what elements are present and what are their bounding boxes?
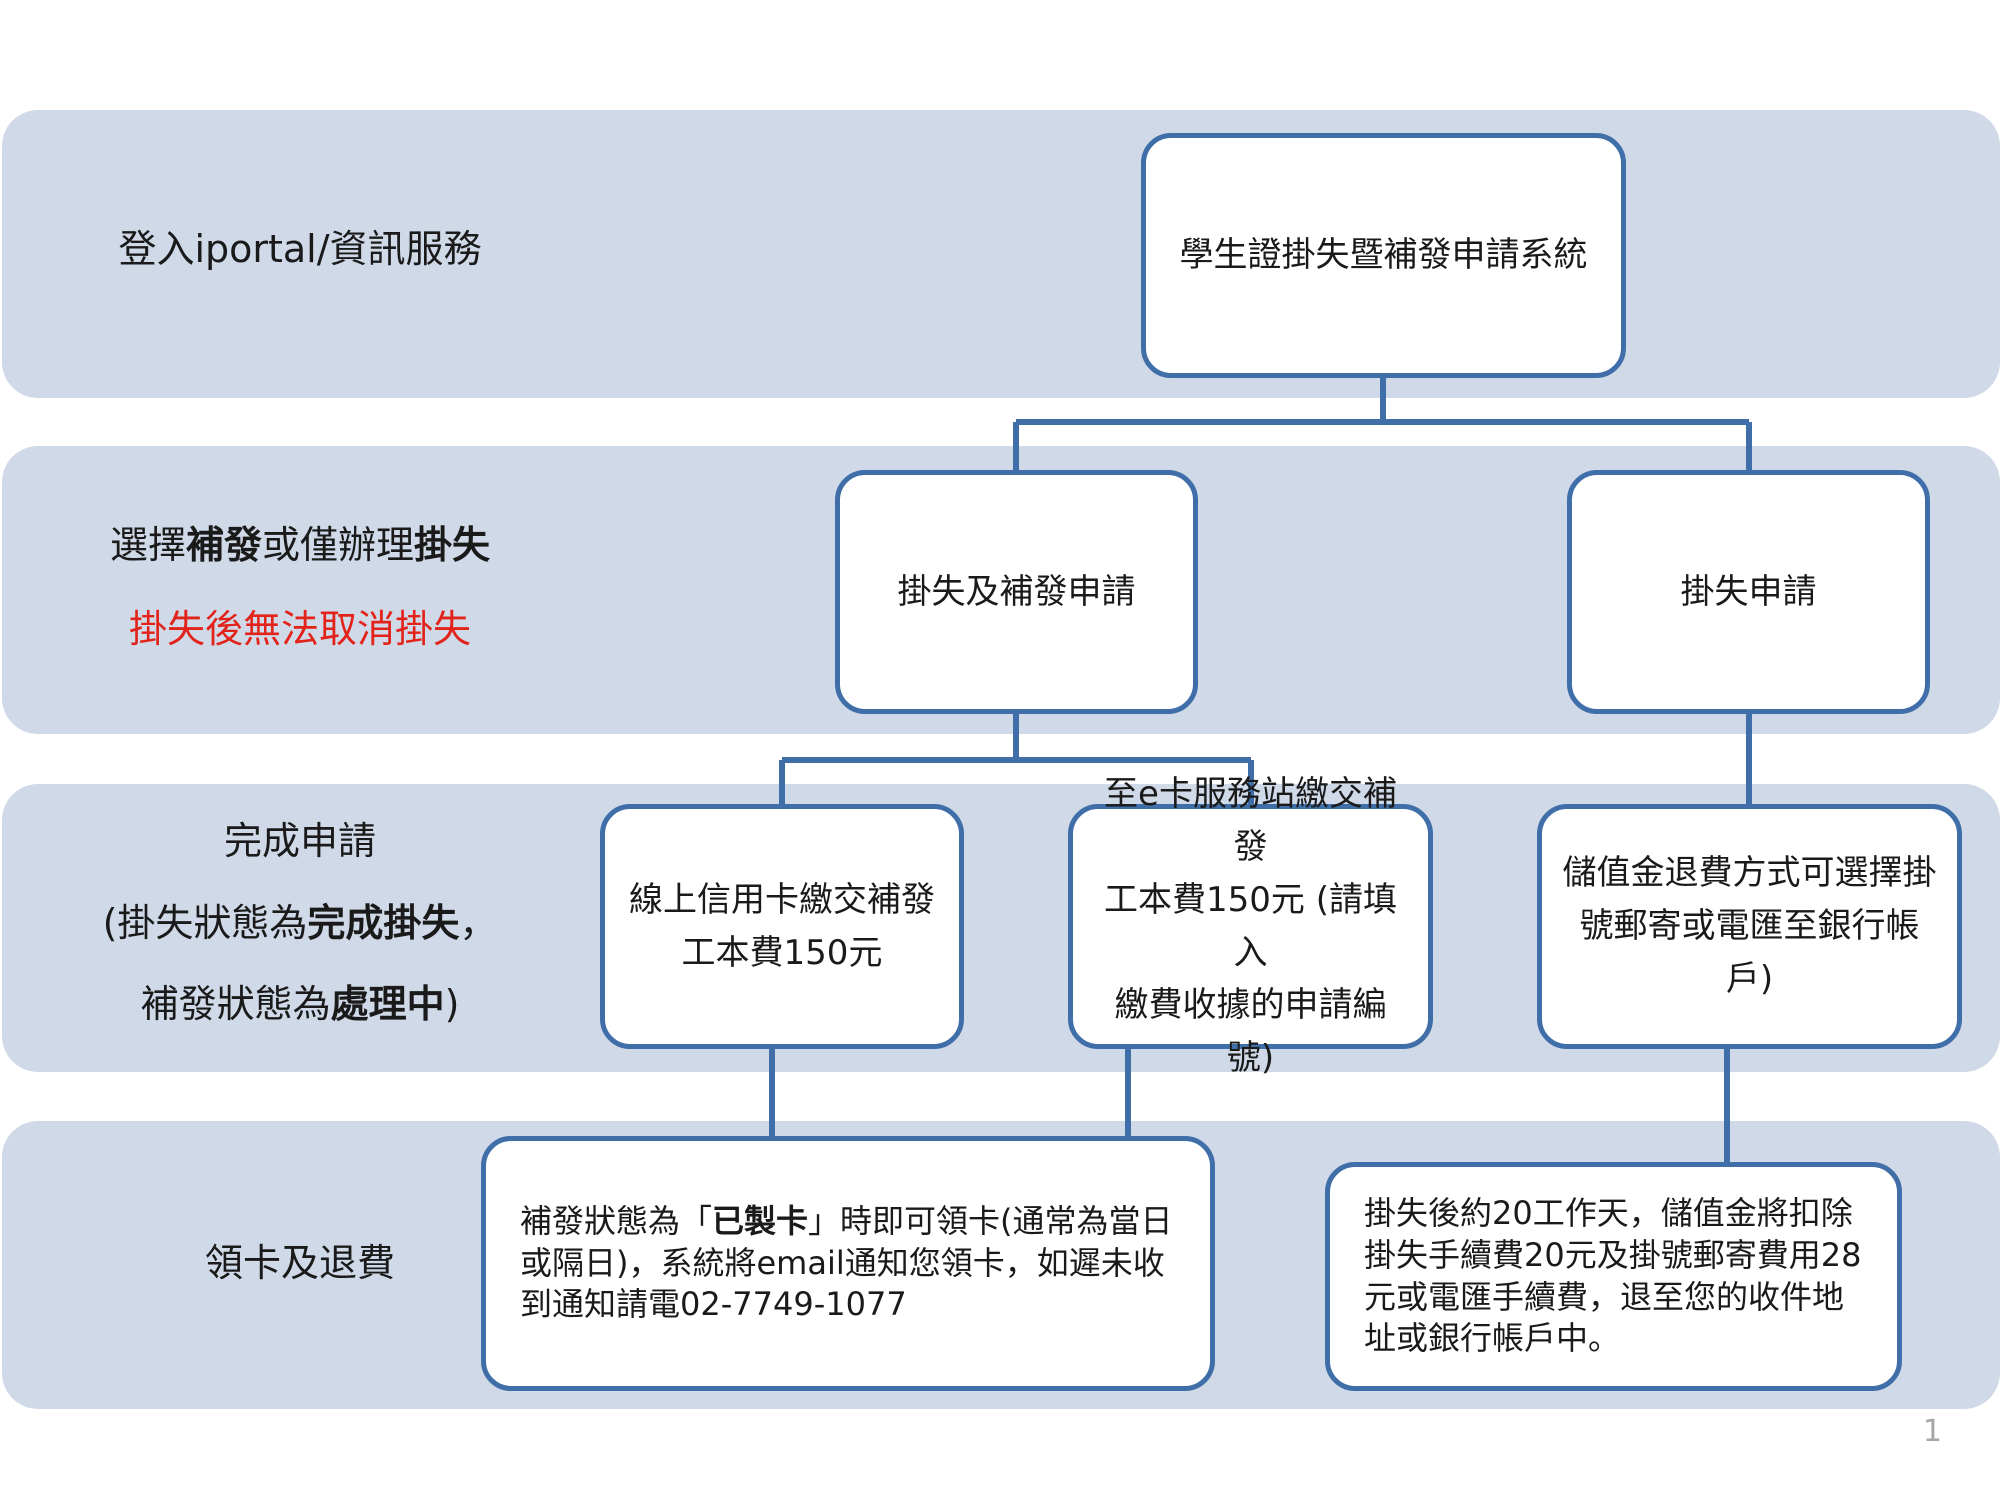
box-refund-notice: 掛失後約20工作天，儲值金將扣除掛失手續費20元及掛號郵寄費用28元或電匯手續費…	[1325, 1162, 1902, 1391]
complete-line2: (掛失狀態為完成掛失，	[0, 900, 600, 948]
box-ecard-pay-text: 至e卡服務站繳交補發 工本費150元 (請填入 繳費收據的申請編號)	[1093, 768, 1408, 1084]
pickup-notice-bold: 已製卡	[712, 1202, 809, 1241]
stage-login-text: 登入iportal/資訊服務	[118, 227, 482, 271]
complete-line3-pre: 補發狀態為	[140, 982, 331, 1026]
choose-p1: 選擇	[109, 523, 186, 567]
box-pickup-notice-text: 補發狀態為「已製卡」時即可領卡(通常為當日或隔日)，系統將email通知您領卡，…	[520, 1201, 1176, 1326]
box-online-pay: 線上信用卡繳交補發 工本費150元	[600, 804, 964, 1049]
box-system-text: 學生證掛失暨補發申請系統	[1179, 235, 1588, 276]
stage-label-pickup: 領卡及退費	[0, 1240, 600, 1288]
box-lost-only-text: 掛失申請	[1680, 571, 1817, 612]
choose-lost: 掛失	[414, 523, 491, 567]
online-pay-line1: 線上信用卡繳交補發	[629, 879, 935, 920]
complete-line2-bold: 完成掛失	[307, 900, 460, 945]
complete-line2-pre: (掛失狀態為	[102, 900, 308, 945]
pickup-notice-post: 」時即可領卡(通常為當日或隔日)，系統將email通知您領卡，如遲未收到通知請電…	[520, 1202, 1173, 1324]
page-number: 1	[1922, 1414, 1942, 1449]
stage-label-complete: 完成申請 (掛失狀態為完成掛失， 補發狀態為處理中)	[0, 818, 600, 1029]
box-refund-notice-text: 掛失後約20工作天，儲值金將扣除掛失手續費20元及掛號郵寄費用28元或電匯手續費…	[1364, 1194, 1862, 1358]
ecard-pay-line3: 繳費收據的申請編號)	[1114, 985, 1387, 1078]
connector-reissue-to-payments	[779, 712, 1254, 805]
box-lost-and-reissue: 掛失及補發申請	[835, 470, 1198, 714]
choose-reissue: 補發	[185, 523, 262, 567]
complete-line1: 完成申請	[223, 819, 376, 863]
ecard-pay-line1: 至e卡服務站繳交補發	[1104, 774, 1397, 868]
box-refund-method: 儲值金退費方式可選擇掛 號郵寄或電匯至銀行帳戶)	[1537, 804, 1962, 1049]
stage-band-login	[2, 110, 2000, 398]
complete-line3-bold: 處理中	[330, 982, 445, 1026]
box-refund-method-text: 儲值金退費方式可選擇掛 號郵寄或電匯至銀行帳戶)	[1562, 847, 1937, 1005]
box-lost-and-reissue-text: 掛失及補發申請	[897, 571, 1136, 612]
box-system: 學生證掛失暨補發申請系統	[1141, 133, 1626, 378]
complete-line2-post: ，	[459, 900, 498, 945]
stage-label-login: 登入iportal/資訊服務	[0, 226, 600, 274]
refund-method-line1: 儲值金退費方式可選擇掛	[1562, 853, 1937, 894]
box-pickup-notice: 補發狀態為「已製卡」時即可領卡(通常為當日或隔日)，系統將email通知您領卡，…	[481, 1136, 1215, 1391]
box-ecard-pay: 至e卡服務站繳交補發 工本費150元 (請填入 繳費收據的申請編號)	[1068, 774, 1433, 1078]
refund-method-line2: 號郵寄或電匯至銀行帳戶)	[1579, 906, 1920, 999]
connector-system-to-branches	[1013, 375, 1752, 471]
online-pay-line2: 工本費150元	[681, 932, 883, 973]
complete-line3-post: )	[444, 982, 460, 1026]
box-lost-only: 掛失申請	[1567, 470, 1930, 714]
stage-label-choose: 選擇補發或僅辦理掛失 掛失後無法取消掛失	[0, 522, 600, 653]
choose-p2: 或僅辦理	[262, 523, 415, 567]
stage-choose-warning: 掛失後無法取消掛失	[128, 606, 471, 651]
pickup-notice-pre: 補發狀態為「	[520, 1202, 713, 1241]
complete-line3: 補發狀態為處理中)	[0, 981, 600, 1029]
box-online-pay-text: 線上信用卡繳交補發 工本費150元	[629, 874, 935, 979]
ecard-pay-line2: 工本費150元 (請填入	[1104, 879, 1397, 973]
stage-pickup-text: 領卡及退費	[204, 1241, 395, 1285]
stage-choose-line: 選擇補發或僅辦理掛失	[0, 522, 600, 570]
